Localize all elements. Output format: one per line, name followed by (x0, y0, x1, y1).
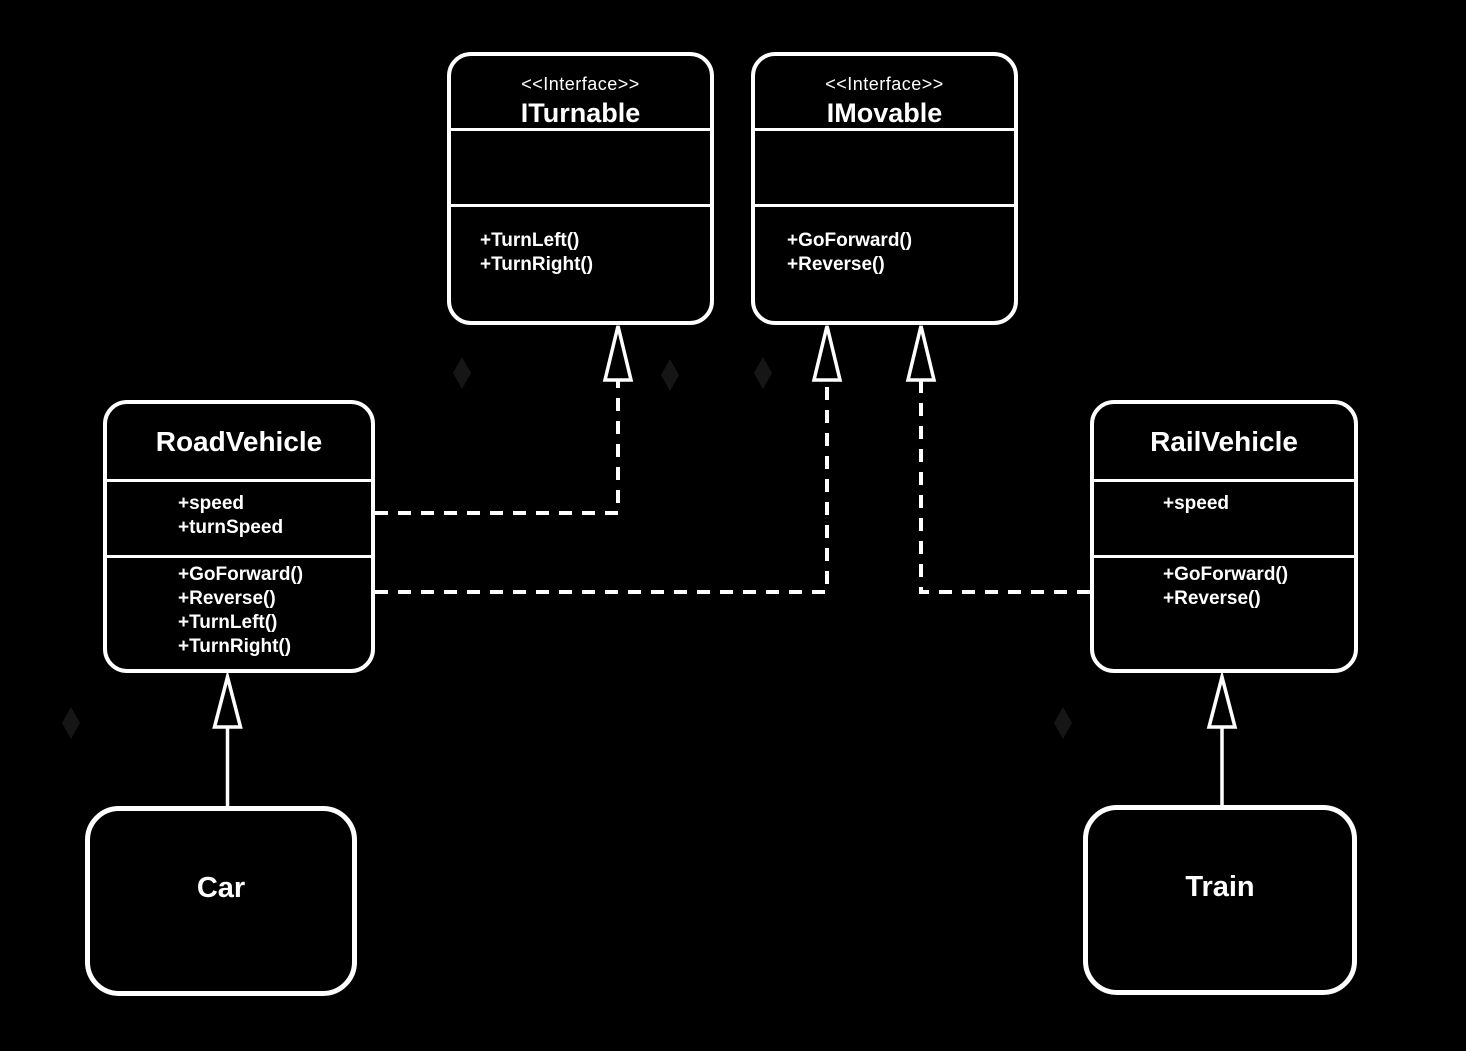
method-label: +GoForward() (1163, 564, 1289, 585)
inheritance-arrowhead-roadvehicle (212, 670, 243, 729)
ghost-diamond (661, 359, 679, 391)
method-label: +TurnRight() (480, 254, 594, 275)
roadvehicle-name-label: RoadVehicle (155, 425, 323, 457)
class-node-railvehicle: RailVehicle +speed +GoForward() +Reverse… (1090, 400, 1358, 673)
realization-edge-roadvehicle-imovable (375, 380, 829, 594)
ghost-diamond (453, 357, 471, 389)
realization-edge-railvehicle-imovable (919, 380, 1090, 594)
interface-node-imovable: <<Interface>> IMovable +GoForward() +Rev… (751, 52, 1018, 325)
class-node-train: Train (1083, 805, 1357, 995)
railvehicle-attributes-section: +speed (1094, 479, 1354, 555)
railvehicle-title-section: RailVehicle (1094, 404, 1354, 479)
method-label: +Reverse() (178, 588, 276, 609)
attribute-label: +speed (178, 493, 245, 514)
imovable-stereotype-label: <<Interface>> (825, 74, 944, 94)
interface-node-iturnable: <<Interface>> ITurnable +TurnLeft() +Tur… (447, 52, 714, 325)
iturnable-title-section: <<Interface>> ITurnable (451, 56, 710, 128)
inheritance-arrowhead-railvehicle (1206, 670, 1238, 729)
railvehicle-name-label: RailVehicle (1150, 425, 1298, 457)
imovable-name-label: IMovable (826, 98, 943, 128)
ghost-diamond (1054, 707, 1072, 739)
train-name-label: Train (1185, 870, 1255, 903)
method-label: +GoForward() (787, 230, 913, 251)
ghost-diamond (754, 357, 772, 389)
iturnable-methods-section: +TurnLeft() +TurnRight() (451, 204, 710, 321)
roadvehicle-attributes-section: +speed +turnSpeed (107, 479, 371, 555)
attribute-label: +turnSpeed (178, 517, 284, 538)
roadvehicle-methods-section: +GoForward() +Reverse() +TurnLeft() +Tur… (107, 555, 371, 669)
imovable-attributes-section (755, 128, 1014, 204)
railvehicle-methods-section: +GoForward() +Reverse() (1094, 555, 1354, 669)
iturnable-stereotype-label: <<Interface>> (521, 74, 640, 94)
roadvehicle-title-section: RoadVehicle (107, 404, 371, 479)
attribute-label: +speed (1163, 493, 1230, 514)
ghost-diamond (62, 707, 80, 739)
method-label: +TurnLeft() (480, 230, 580, 251)
method-label: +GoForward() (178, 564, 304, 585)
imovable-title-section: <<Interface>> IMovable (755, 56, 1014, 128)
car-name-label: Car (196, 871, 246, 904)
method-label: +Reverse() (787, 254, 885, 275)
method-label: +TurnRight() (178, 636, 292, 657)
iturnable-attributes-section (451, 128, 710, 204)
class-node-car: Car (85, 806, 357, 996)
realization-arrowhead-imovable-left (811, 325, 843, 382)
iturnable-name-label: ITurnable (520, 98, 641, 128)
imovable-methods-section: +GoForward() +Reverse() (755, 204, 1014, 321)
class-node-roadvehicle: RoadVehicle +speed +turnSpeed +GoForward… (103, 400, 375, 673)
realization-edge-roadvehicle-iturnable (375, 380, 620, 515)
method-label: +TurnLeft() (178, 612, 278, 633)
realization-arrowhead-iturnable (602, 325, 634, 382)
method-label: +Reverse() (1163, 588, 1261, 609)
realization-arrowhead-imovable-right (905, 325, 937, 382)
